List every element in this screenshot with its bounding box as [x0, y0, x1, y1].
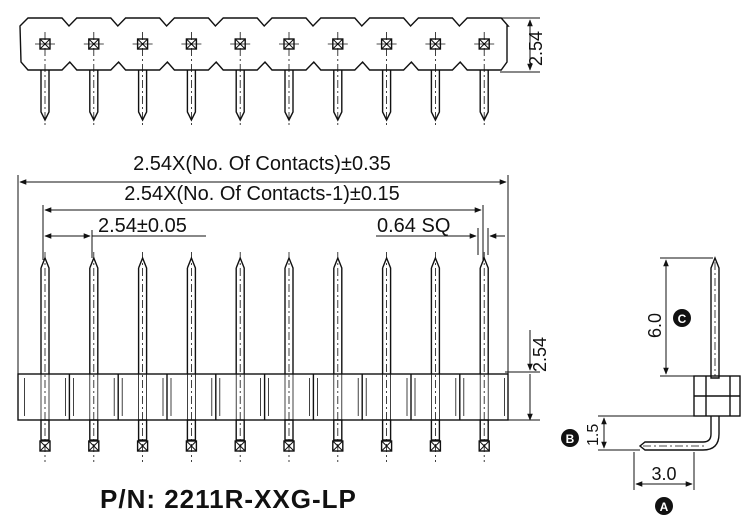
front-view-pins — [40, 252, 489, 462]
front-pin-8 — [381, 252, 392, 462]
front-pin-tail-4 — [185, 419, 198, 452]
bend-length-dimension: 3.0 — [651, 464, 676, 484]
front-pin-1 — [40, 252, 50, 462]
front-view-pin-tails — [39, 419, 490, 452]
top-pin-2 — [83, 32, 104, 125]
front-pin-2 — [89, 252, 99, 462]
top-pin-7 — [327, 32, 348, 125]
top-pin-6 — [279, 32, 299, 125]
top-pin-9 — [425, 32, 446, 125]
top-view — [19, 17, 540, 125]
front-pin-tail-10 — [478, 419, 490, 452]
pitch-dimension: 2.54±0.05 — [98, 215, 187, 237]
top-pin-8 — [376, 32, 397, 125]
bend-height-dimension: 1.5 — [585, 424, 602, 446]
svg-text:A: A — [660, 500, 669, 514]
callout-a: A — [655, 497, 673, 515]
callout-b: B — [561, 429, 579, 447]
front-pin-9 — [430, 252, 441, 462]
top-height-dimension: 2.54 — [526, 31, 546, 66]
side-height-dimension: 2.54 — [530, 337, 550, 372]
front-pin-tail-3 — [136, 419, 149, 452]
front-pin-6 — [284, 252, 294, 462]
front-view-housing — [17, 373, 509, 421]
front-pin-10 — [479, 252, 489, 462]
part-number: P/N: 2211R-XXG-LP — [100, 484, 357, 514]
pin-span-dimension: 2.54X(No. Of Contacts-1)±0.15 — [124, 183, 400, 205]
pin-length-dimension: 6.0 — [645, 313, 665, 338]
top-pin-10 — [474, 32, 495, 125]
front-pin-tail-8 — [380, 419, 393, 452]
front-pin-tail-5 — [234, 419, 246, 452]
svg-text:B: B — [566, 432, 575, 446]
overall-length-dimension: 2.54X(No. Of Contacts)±0.35 — [133, 153, 391, 175]
front-pin-tail-7 — [332, 419, 344, 452]
top-pin-1 — [35, 32, 55, 125]
front-pin-7 — [333, 252, 343, 462]
front-pin-3 — [137, 252, 148, 462]
front-pin-4 — [186, 252, 197, 462]
front-pin-5 — [235, 252, 245, 462]
top-pin-5 — [230, 32, 251, 125]
front-housing-body — [17, 373, 509, 421]
pin-size-dimension: 0.64 SQ — [377, 215, 450, 237]
top-view-pins — [35, 32, 495, 125]
front-pin-tail-9 — [429, 419, 442, 452]
front-pin-tail-2 — [88, 419, 100, 452]
side-view — [598, 256, 741, 490]
top-view-housing-outline — [19, 17, 510, 71]
callout-c: C — [673, 309, 691, 327]
svg-text:C: C — [678, 312, 687, 326]
top-pin-4 — [181, 32, 202, 125]
front-view — [17, 175, 540, 462]
front-pin-tail-1 — [39, 419, 51, 452]
top-pin-3 — [132, 32, 153, 125]
front-pin-tail-6 — [283, 419, 295, 452]
